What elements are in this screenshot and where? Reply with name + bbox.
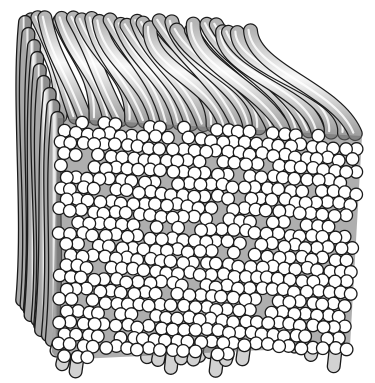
fiber-end	[211, 124, 224, 137]
fiber-end	[240, 158, 253, 171]
fiber-end	[92, 148, 105, 161]
fiber-end	[340, 209, 353, 222]
fiber-end	[321, 196, 334, 209]
fiber-end	[161, 199, 174, 212]
fiber-end	[194, 178, 207, 191]
fiber-end	[167, 165, 180, 178]
fiber-end	[154, 344, 167, 357]
fiber-end	[69, 149, 82, 162]
fiber-end	[233, 304, 246, 317]
fiber-end	[149, 130, 162, 143]
fiber-end	[228, 224, 241, 237]
fiber-end	[299, 330, 312, 343]
fiber-end	[211, 348, 224, 361]
fiber-end	[167, 143, 180, 156]
fiber-end	[133, 187, 146, 200]
fiber-end	[259, 204, 272, 217]
fiber-end	[120, 207, 133, 220]
fiber-end	[100, 342, 113, 355]
fiber-end	[53, 292, 66, 305]
fiber-end	[120, 184, 133, 197]
fiber-end	[164, 299, 177, 312]
fiber-end	[88, 161, 101, 174]
fiber-end	[132, 163, 145, 176]
fiber-end	[228, 246, 241, 259]
fiber-end	[238, 181, 251, 194]
fiber-end	[226, 181, 239, 194]
fiber-end	[177, 345, 190, 358]
fiber-end	[52, 227, 65, 240]
fiber-end	[262, 317, 275, 330]
fiber-end	[110, 319, 123, 332]
fiber-end	[131, 343, 144, 356]
fiber-end	[87, 182, 100, 195]
fiber-end	[194, 245, 207, 258]
fiber-end	[153, 143, 166, 156]
fiber-end	[215, 290, 228, 303]
fiber-end	[301, 173, 314, 186]
fiber-end	[55, 159, 68, 172]
fiber-end	[65, 293, 78, 306]
fiber-end	[251, 158, 264, 171]
fiber-end	[294, 161, 307, 174]
fiber-end	[210, 257, 223, 270]
fiber-end	[144, 209, 157, 222]
fiber-end	[131, 140, 144, 153]
fiber-end	[248, 248, 261, 261]
fiber-end	[58, 350, 71, 363]
fiber-end	[340, 343, 353, 356]
fiber-end	[216, 223, 229, 236]
fiber-end	[317, 342, 330, 355]
fiber-end	[171, 288, 184, 301]
fiber-end	[58, 147, 71, 160]
fiber-end	[154, 164, 167, 177]
fiber-end	[189, 324, 202, 337]
fiber-end	[109, 138, 122, 151]
fiber-end	[335, 242, 348, 255]
fiber-end	[317, 321, 330, 334]
fiber-end	[72, 238, 85, 251]
fiber-end	[333, 197, 346, 210]
fiber-end	[227, 291, 240, 304]
fiber-end	[162, 131, 175, 144]
fiber-end	[344, 288, 357, 301]
fiber-end	[189, 345, 202, 358]
fiber-end	[248, 227, 261, 240]
fiber-end	[75, 204, 88, 217]
fiber-end	[205, 245, 218, 258]
fiber-end	[63, 338, 76, 351]
fiber-end	[273, 340, 286, 353]
fiber-end	[64, 205, 77, 218]
fiber-end	[150, 221, 163, 234]
fiber-end	[86, 294, 99, 307]
fiber-end	[142, 320, 155, 333]
fiber-end	[178, 299, 191, 312]
fiber-end	[53, 269, 66, 282]
fiber-end	[295, 342, 308, 355]
fiber-end	[262, 338, 275, 351]
front-fiber-ends	[52, 116, 363, 363]
fiber-end	[72, 305, 85, 318]
fiber-end	[164, 255, 177, 268]
fiber-end	[81, 351, 94, 364]
fiber-end	[182, 131, 195, 144]
fiber-end	[316, 208, 329, 221]
fiber-end	[228, 156, 241, 169]
fiber-end	[293, 207, 306, 220]
fiber-end	[288, 172, 301, 185]
fiber-end	[137, 264, 150, 277]
fiber-end	[238, 339, 251, 352]
fiber-end	[250, 337, 263, 350]
fiber-end	[346, 153, 359, 166]
fiber-end	[53, 316, 66, 329]
fiber-end	[277, 171, 290, 184]
fiber-end	[221, 235, 234, 248]
